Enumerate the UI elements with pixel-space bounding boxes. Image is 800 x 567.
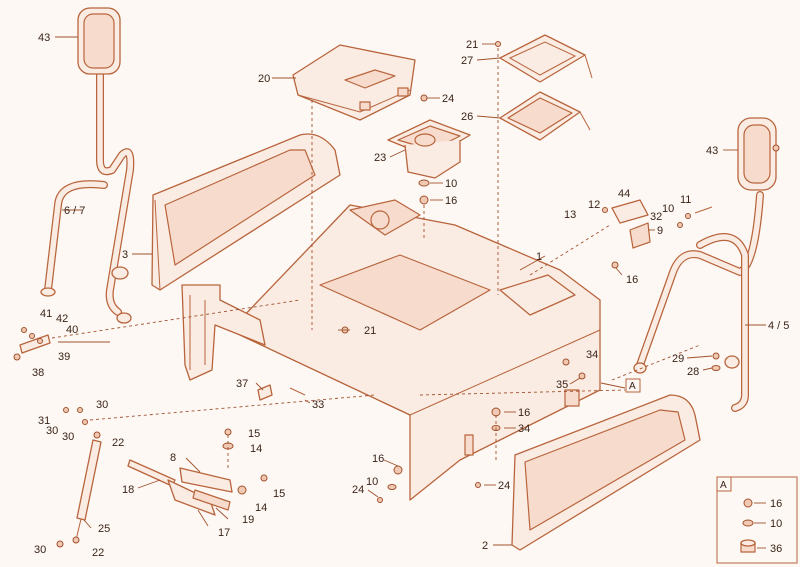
callout-10-bottom: 10 [366, 476, 378, 488]
callout-21-top: 21 [466, 39, 478, 51]
callout-39: 39 [58, 351, 70, 363]
frame-bracket-part [181, 284, 266, 381]
callout-23: 23 [374, 152, 386, 164]
callout-12: 12 [588, 199, 600, 211]
detail-a-item-36: 36 [770, 543, 782, 555]
callout-4-5: 4 / 5 [768, 320, 789, 332]
callout-22-bottom: 22 [92, 547, 104, 559]
left-mirror-arm-part [40, 71, 135, 324]
left-mirror-part [77, 7, 121, 75]
callout-labels: 43 20 21 27 24 26 23 10 16 43 6 / 7 3 44… [32, 32, 789, 559]
detail-a-washer-icon [742, 519, 754, 527]
callout-40: 40 [66, 324, 78, 336]
callout-30-a: 30 [96, 399, 108, 411]
callout-22-top: 22 [112, 437, 124, 449]
callout-34-mid: 34 [518, 423, 530, 435]
callout-11: 11 [680, 194, 691, 206]
callout-28: 28 [687, 366, 699, 378]
callout-43-left: 43 [38, 32, 50, 44]
callout-32: 32 [650, 211, 662, 223]
callout-16-top: 16 [445, 195, 457, 207]
callout-30-c: 30 [62, 431, 74, 443]
callout-17: 17 [218, 527, 230, 539]
leader-lines [55, 36, 766, 546]
assembly-guide-lines [51, 48, 701, 470]
callout-33: 33 [312, 399, 324, 411]
callout-43-right: 43 [706, 145, 718, 157]
callout-15-top: 15 [248, 428, 260, 440]
callout-19: 19 [242, 514, 254, 526]
callout-3: 3 [122, 249, 128, 261]
gas-strut-part [72, 431, 102, 544]
detail-a-item-16: 16 [770, 498, 782, 510]
callout-30-d: 30 [34, 544, 46, 556]
callout-24-top: 24 [442, 93, 454, 105]
callout-31: 31 [38, 415, 50, 427]
fasteners [56, 41, 721, 548]
callout-13: 13 [564, 209, 576, 221]
callout-21-mid: 21 [364, 325, 376, 337]
hinge-assembly-part [127, 459, 233, 516]
callout-9: 9 [657, 225, 663, 237]
tray-26-part [499, 91, 591, 141]
callout-10-right: 10 [662, 203, 674, 215]
callout-42: 42 [56, 313, 68, 325]
callout-41: 41 [40, 308, 52, 320]
callout-16-bottom: 16 [372, 453, 384, 465]
callout-34-right: 34 [586, 349, 598, 361]
callout-27: 27 [461, 55, 473, 67]
detail-a-legend: A 16 10 36 [716, 476, 798, 564]
detail-a-nut-icon [743, 498, 753, 508]
right-bracket-hardware-part [602, 199, 713, 269]
callout-16-right: 16 [626, 274, 638, 286]
callout-8: 8 [170, 452, 176, 464]
left-bracket-hardware-part [13, 327, 51, 361]
callout-20: 20 [258, 73, 270, 85]
detail-a-marker: A [625, 378, 641, 393]
callout-44: 44 [618, 188, 630, 200]
callout-14-bottom: 14 [255, 502, 267, 514]
right-side-panel-part [511, 394, 701, 551]
callout-16-mid: 16 [518, 407, 530, 419]
callout-6-7: 6 / 7 [64, 205, 85, 217]
callout-37: 37 [236, 378, 248, 390]
callout-15-bottom: 15 [273, 488, 285, 500]
callout-24-bottom-left: 24 [352, 484, 364, 496]
callout-1: 1 [536, 251, 542, 263]
storage-lid-part [292, 44, 416, 121]
cup-holder-part [387, 119, 471, 179]
callout-26: 26 [461, 111, 473, 123]
callout-30-b: 30 [46, 425, 58, 437]
main-body-part [239, 199, 601, 501]
callout-38: 38 [32, 367, 44, 379]
right-mirror-part [737, 117, 780, 191]
left-side-panel-part [151, 133, 341, 291]
detail-a-box-label: A [720, 480, 727, 491]
callout-29: 29 [672, 353, 684, 365]
callout-14-top: 14 [250, 443, 262, 455]
detail-a-marker-label: A [629, 381, 636, 392]
detail-a-item-10: 10 [770, 518, 782, 530]
callout-18: 18 [122, 484, 134, 496]
callout-25: 25 [98, 523, 110, 535]
callout-10-top: 10 [445, 178, 457, 190]
callout-2: 2 [482, 540, 488, 552]
tray-27-part [499, 34, 593, 83]
callout-24-bottom-right: 24 [498, 480, 510, 492]
callout-35: 35 [556, 379, 568, 391]
